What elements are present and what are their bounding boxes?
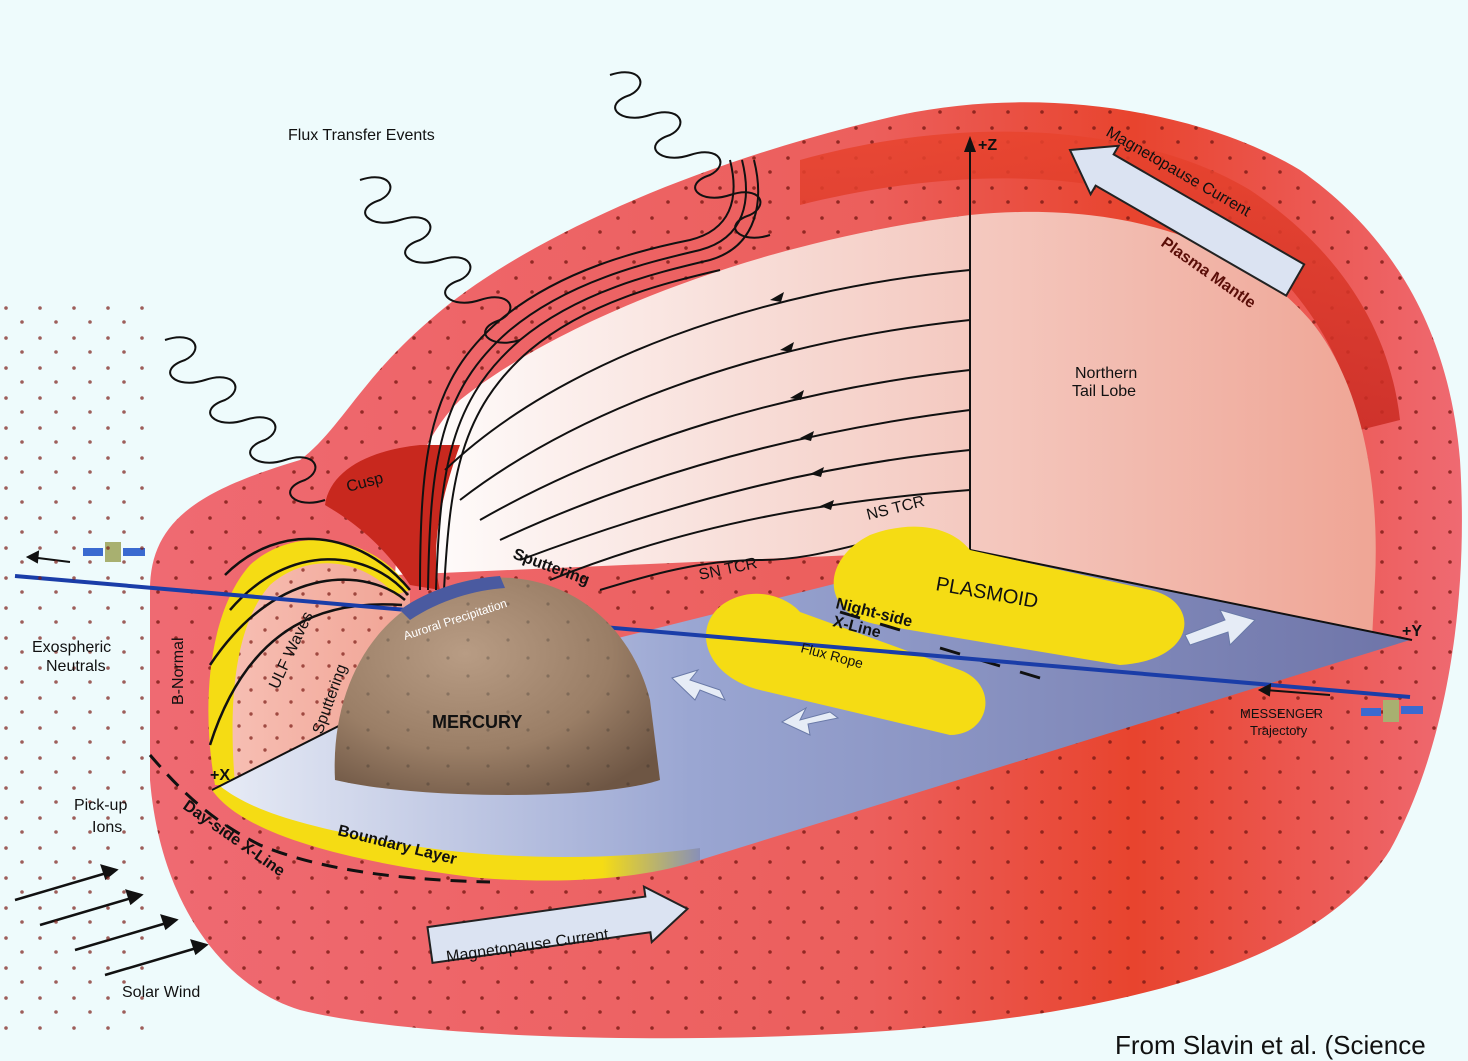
label-axis-z: +Z <box>978 137 997 154</box>
label-exospheric-neutrals-1: Exospheric <box>32 639 111 656</box>
source-caption: From Slavin et al. (Science <box>1115 1030 1426 1061</box>
label-northern-tail-lobe-1: Northern <box>1075 365 1137 382</box>
label-solar-wind: Solar Wind <box>122 984 200 1001</box>
label-axis-y: +Y <box>1402 623 1422 640</box>
label-axis-x: +X <box>210 767 230 784</box>
label-mercury: MERCURY <box>432 712 522 732</box>
label-pick-up-ions-2: Ions <box>92 819 122 836</box>
label-exospheric-neutrals-2: Neutrals <box>46 658 106 675</box>
label-b-normal: B-Normal <box>170 637 187 705</box>
label-messenger-trajectory-2: Trajectory <box>1250 723 1308 738</box>
label-northern-tail-lobe-2: Tail Lobe <box>1072 383 1136 400</box>
label-messenger-trajectory-1: MESSENGER <box>1240 706 1323 721</box>
label-flux-transfer-events: Flux Transfer Events <box>288 127 435 144</box>
label-pick-up-ions-1: Pick-up <box>74 797 127 814</box>
